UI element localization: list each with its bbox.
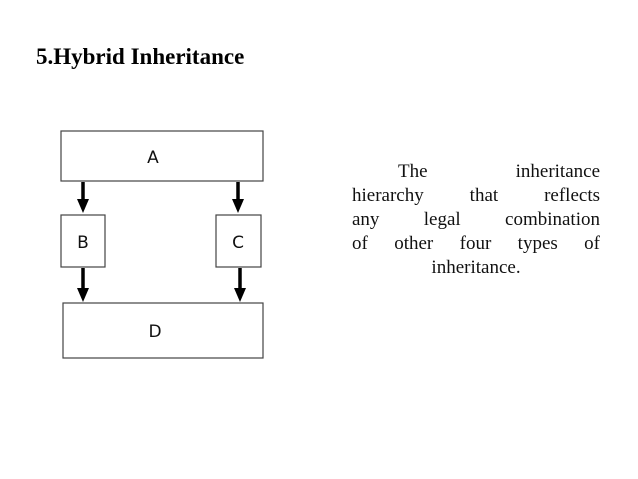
node-b-label: B	[77, 233, 89, 253]
node-d-box	[62, 302, 264, 359]
node-a-label: A	[147, 148, 159, 168]
node-c-box	[215, 214, 262, 268]
arrow-b-to-d	[77, 268, 89, 302]
node-c-label: C	[232, 233, 244, 253]
node-a: A	[60, 130, 264, 182]
arrow-a-to-c-head	[232, 199, 244, 213]
node-b: B	[60, 214, 106, 268]
arrow-c-to-d-head	[234, 288, 246, 302]
description-line: hierarchy that reflects	[352, 185, 600, 206]
arrow-c-to-d	[234, 268, 246, 302]
description-line: of other four types of	[352, 233, 600, 254]
node-c: C	[215, 214, 262, 268]
node-a-box	[60, 130, 264, 182]
slide-title: 5.Hybrid Inheritance	[36, 44, 245, 69]
arrow-b-to-d-head	[77, 288, 89, 302]
node-b-box	[60, 214, 106, 268]
arrow-a-to-b	[77, 182, 89, 213]
description-line: inheritance.	[431, 257, 521, 278]
arrow-a-to-c	[232, 182, 244, 213]
description-text: The inheritance hierarchy that reflects …	[352, 160, 600, 280]
description-line: The inheritance	[398, 161, 600, 182]
arrow-a-to-b-head	[77, 199, 89, 213]
node-d-label: D	[148, 322, 161, 342]
node-d: D	[62, 302, 264, 359]
description-line: any legal combination	[352, 209, 600, 230]
